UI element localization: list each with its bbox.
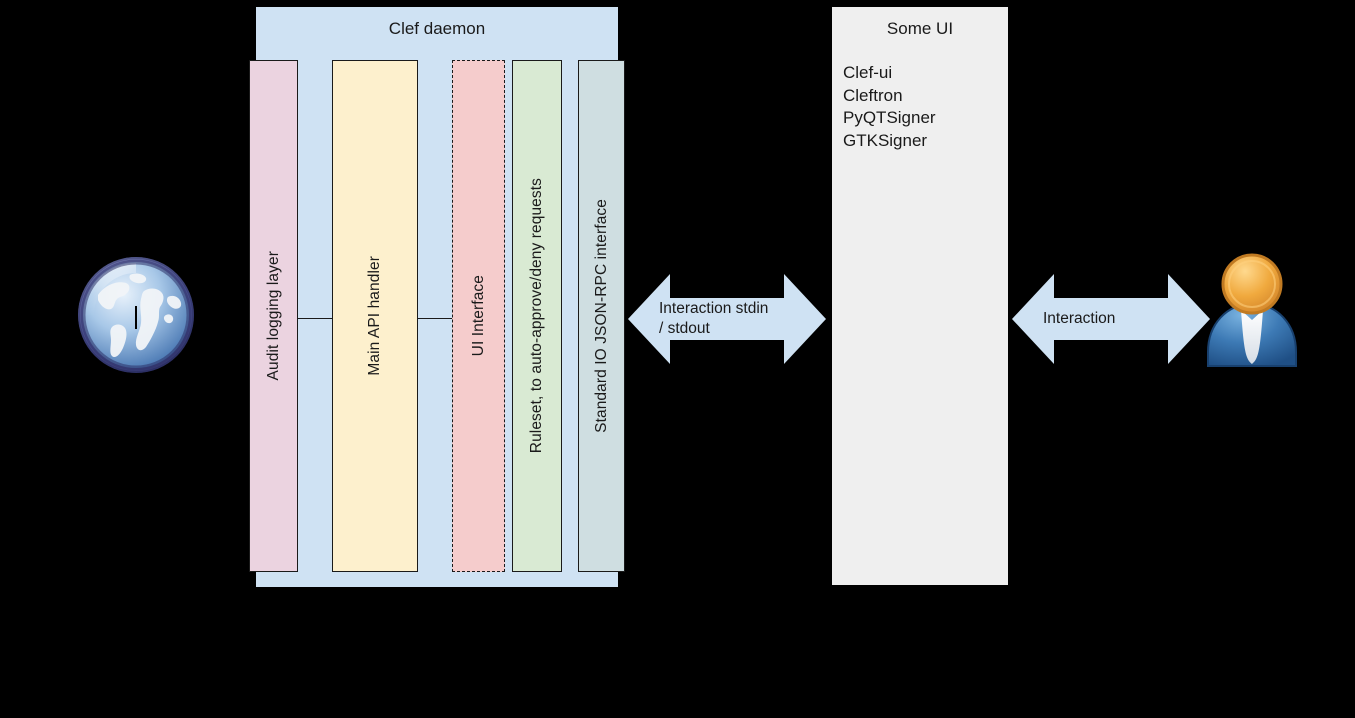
double-arrow-icon — [628, 274, 826, 364]
column-label-ui-interface: UI Interface — [469, 275, 487, 357]
some-ui-item-pyqtsigner: PyQTSigner — [843, 108, 936, 127]
column-audit-logging-layer[interactable]: Audit logging layer — [249, 60, 298, 572]
column-label-ruleset: Ruleset, to auto-approve/deny requests — [528, 178, 545, 454]
some-ui-item-cleftron: Cleftron — [843, 85, 903, 105]
some-ui-item-list: Clef-ui Cleftron PyQTSigner GTKSigner — [843, 62, 1003, 152]
column-ui-interface[interactable]: UI Interface — [452, 60, 505, 572]
arrow-interaction-stdin-stdout: Interaction stdin / stdout — [628, 272, 826, 366]
column-main-api-handler[interactable]: Main API handler — [332, 60, 418, 572]
arrow-interaction-user: Interaction — [1012, 272, 1210, 366]
column-label-standard-io-json-rpc: Standard IO JSON-RPC interface — [592, 199, 610, 433]
some-ui-container — [832, 7, 1008, 585]
column-label-audit-logging-layer: Audit logging layer — [264, 251, 282, 381]
connector-line-audit-to-api — [297, 318, 333, 319]
column-ruleset-auto-approve-deny[interactable]: Ruleset, to auto-approve/deny requests — [512, 60, 562, 572]
clef-daemon-container — [256, 7, 618, 587]
globe-icon — [78, 257, 194, 373]
double-arrow-icon — [1012, 274, 1210, 364]
some-ui-title: Some UI — [886, 19, 954, 38]
arrow-label-stdin-stdout: Interaction stdin / stdout — [659, 300, 769, 337]
some-ui-item-clef-ui: Clef-ui — [843, 63, 893, 82]
connector-line-api-to-ui — [417, 318, 453, 319]
some-ui-item-gtksigner: GTKSigner — [843, 130, 928, 150]
clef-daemon-title: Clef daemon — [388, 19, 486, 38]
column-label-main-api-handler: Main API handler — [366, 256, 383, 376]
column-standard-io-json-rpc-interface[interactable]: Standard IO JSON-RPC interface — [578, 60, 625, 572]
arrow-label-interaction: Interaction — [1043, 310, 1116, 327]
user-icon — [1207, 253, 1297, 367]
